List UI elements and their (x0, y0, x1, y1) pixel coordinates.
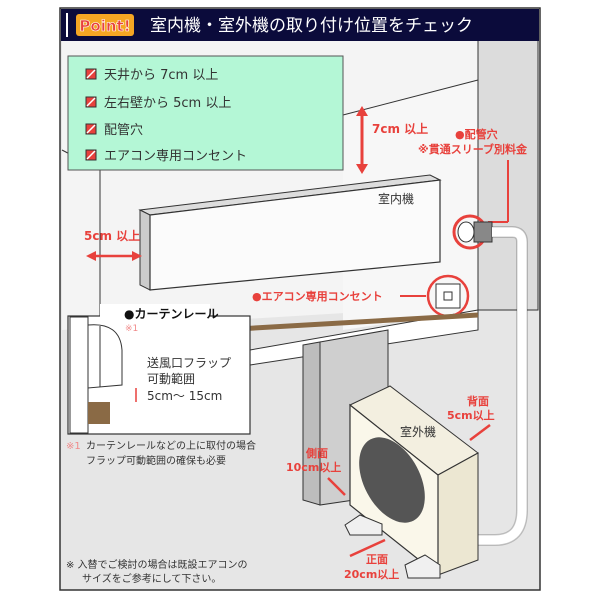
checklist-item: エアコン専用コンセント (85, 149, 247, 164)
side-gap-label: 5cm 以上 (84, 228, 140, 243)
back-gap-label: 5cm以上 (447, 408, 495, 422)
front-gap-arrow (349, 538, 386, 558)
svg-text:側面: 側面 (305, 446, 328, 460)
side-gap-outdoor-label: 10cm以上 (286, 460, 341, 474)
svg-text:送風口フラップ: 送風口フラップ (147, 355, 231, 370)
svg-text:サイズをご参考にして下さい。: サイズをご参考にして下さい。 (82, 572, 221, 585)
curtain-rail-section (88, 402, 110, 424)
svg-text:可動範囲: 可動範囲 (147, 371, 195, 386)
front-gap-label: 20cm以上 (344, 567, 399, 581)
indoor-unit (149, 179, 441, 291)
svg-text:背面: 背面 (467, 394, 489, 408)
pipe-hole-label: ●配管穴 (455, 127, 498, 141)
svg-text:エアコン専用コンセント: エアコン専用コンセント (104, 149, 247, 164)
svg-text:フラップ可動範囲の確保も必要: フラップ可動範囲の確保も必要 (86, 454, 226, 467)
svg-text:カーテンレールなどの上に取付の場合: カーテンレールなどの上に取付の場合 (86, 439, 256, 452)
svg-text:※1: ※1 (125, 324, 138, 334)
point-badge-text: Point! (79, 17, 130, 35)
flap-range-value: 5cm～ 15cm (147, 389, 222, 403)
svg-text:正面: 正面 (366, 553, 388, 566)
point-badge (76, 14, 134, 36)
svg-text:天井から 7cm 以上: 天井から 7cm 以上 (104, 68, 218, 83)
pipe-note-label: ※貫通スリーブ別料金 (418, 142, 528, 156)
page-title: 室内機・室外機の取り付け位置をチェック (150, 16, 473, 36)
svg-text:※1: ※1 (66, 441, 81, 452)
fan-grille (359, 437, 425, 523)
svg-text:左右壁から 5cm 以上: 左右壁から 5cm 以上 (104, 96, 231, 111)
svg-text:配管穴: 配管穴 (104, 123, 143, 138)
pillar (302, 341, 321, 506)
checklist-item: 配管穴 (85, 123, 143, 138)
ceiling-gap-label: 7cm 以上 (372, 121, 428, 136)
indoor-unit-label: 室内機 (378, 191, 414, 206)
curtain-rail-label: ●カーテンレール (124, 307, 218, 321)
checklist-box (67, 55, 344, 171)
bottom-note: ※ 入替でご検討の場合は既設エアコンの (66, 558, 248, 571)
back-gap-arrow (469, 424, 491, 441)
outdoor-unit-label: 室外機 (400, 424, 436, 439)
header-bar (61, 9, 539, 41)
checklist-item: 左右壁から 5cm 以上 (85, 96, 231, 111)
side-gap-arrow-outdoor (327, 477, 346, 496)
outlet-label: ●エアコン専用コンセント (252, 289, 383, 303)
checklist-item: 天井から 7cm 以上 (85, 68, 218, 83)
outlet-icon (435, 283, 461, 309)
